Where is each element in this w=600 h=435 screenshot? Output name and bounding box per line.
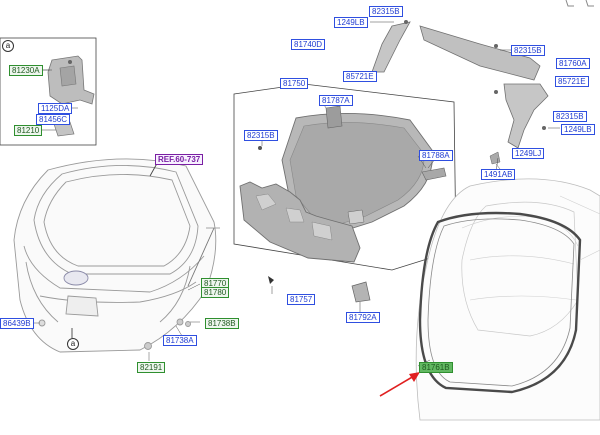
- part-label-81780[interactable]: 81780: [201, 287, 230, 298]
- part-label-weatherstrip-highlighted[interactable]: 81761B: [419, 362, 453, 373]
- part-label-1125DA[interactable]: 1125DA: [38, 103, 73, 114]
- detail-a-callout-marker: a: [67, 338, 79, 350]
- tailgate-opening-drawing: [415, 178, 600, 421]
- part-label-81456C[interactable]: 81456C: [36, 114, 71, 125]
- ref-label[interactable]: REF.60-737: [155, 154, 204, 165]
- part-label-82315B-right2[interactable]: 82315B: [553, 111, 587, 122]
- part-label-86439B[interactable]: 86439B: [0, 318, 34, 329]
- part-label-82315B-right1[interactable]: 82315B: [511, 45, 545, 56]
- part-label-81788A[interactable]: 81788A: [419, 150, 453, 161]
- part-label-85721E-right[interactable]: 85721E: [555, 76, 589, 87]
- pillar-trims: [370, 20, 560, 173]
- part-label-1249LB-top[interactable]: 1249LB: [334, 17, 368, 28]
- part-label-1491AB[interactable]: 1491AB: [481, 169, 516, 180]
- red-pointer-arrow-icon: [379, 372, 420, 397]
- part-label-82315B-top[interactable]: 82315B: [369, 6, 403, 17]
- part-label-81787A[interactable]: 81787A: [319, 95, 353, 106]
- detail-a-marker: a: [2, 40, 14, 52]
- part-label-1249LJ[interactable]: 1249LJ: [512, 148, 545, 159]
- corner-fragment: [565, 0, 594, 7]
- weatherstrip-seal: [418, 211, 582, 394]
- part-label-81792A[interactable]: 81792A: [346, 312, 380, 323]
- part-label-81738B[interactable]: 81738B: [205, 318, 239, 329]
- part-label-82315B-mid[interactable]: 82315B: [244, 130, 278, 141]
- part-label-81757[interactable]: 81757: [287, 294, 316, 305]
- part-label-81230A[interactable]: 81230A: [9, 65, 43, 76]
- part-label-81740D[interactable]: 81740D: [291, 39, 326, 50]
- part-label-81760A[interactable]: 81760A: [556, 58, 590, 69]
- part-label-81210[interactable]: 81210: [14, 125, 43, 136]
- part-label-85721E-left[interactable]: 85721E: [343, 71, 377, 82]
- part-label-81738A[interactable]: 81738A: [163, 335, 197, 346]
- part-label-81750[interactable]: 81750: [280, 78, 309, 89]
- part-label-82191[interactable]: 82191: [137, 362, 166, 373]
- part-label-1249LB-right[interactable]: 1249LB: [561, 124, 595, 135]
- tailgate-assembly-drawing: [13, 157, 220, 353]
- tailgate-trim-panel: [239, 96, 447, 312]
